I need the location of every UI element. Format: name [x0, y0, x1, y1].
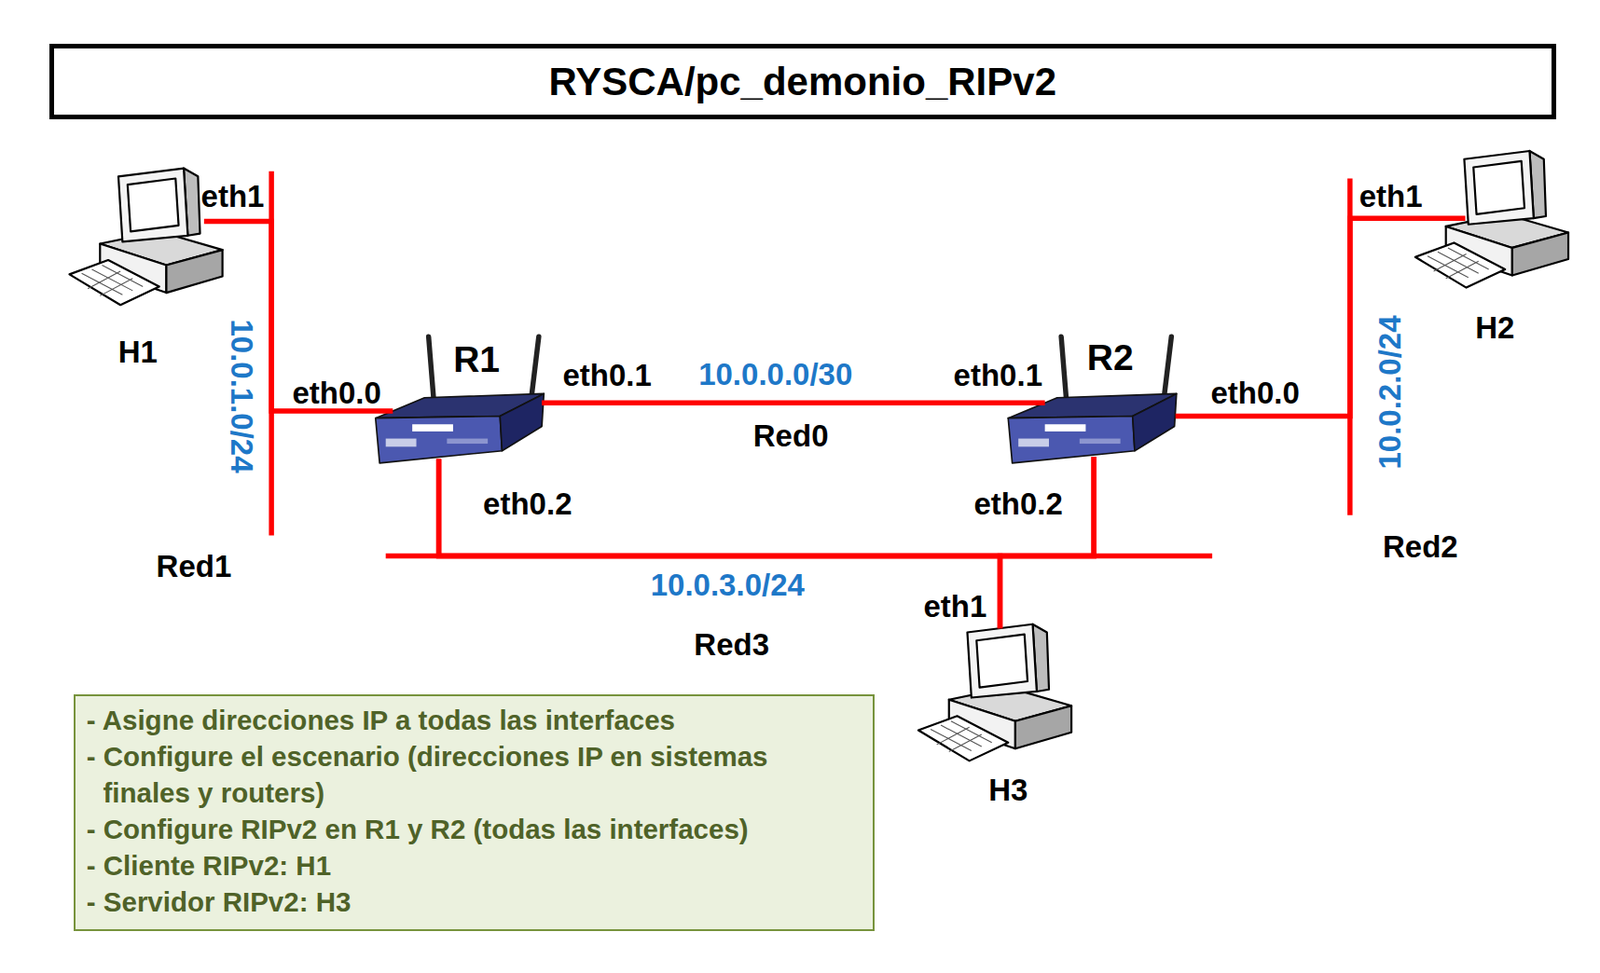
network-link — [541, 400, 1046, 407]
interface-label: eth1 — [1359, 179, 1423, 214]
host-node: H2 — [1465, 148, 1575, 347]
host-node: H3 — [914, 628, 1078, 813]
interface-label: eth0.2 — [974, 486, 1063, 521]
router-node: R2 — [1045, 334, 1176, 457]
interface-label: eth0.1 — [953, 358, 1043, 393]
host-icon — [918, 624, 1072, 762]
title-box: RYSCA/pc_demonio_RIPv2 — [49, 43, 1557, 120]
interface-label: eth0.1 — [562, 358, 651, 393]
note-item: - Servidor RIPv2: H3 — [86, 884, 862, 922]
device-name: H2 — [1475, 311, 1515, 345]
subnet-label: 10.0.3.0/24 — [650, 568, 805, 603]
network-link — [1175, 218, 1466, 416]
device-name: R2 — [1087, 338, 1134, 379]
interface-label: eth0.0 — [1210, 376, 1299, 411]
host-node: H1 — [66, 163, 205, 373]
device-name: H3 — [988, 773, 1028, 808]
note-item: - Cliente RIPv2: H1 — [86, 848, 862, 885]
network-label: Red1 — [156, 550, 233, 584]
note-box: - Asigne direcciones IP a todas las inte… — [73, 694, 875, 932]
note-item: - Configure el escenario (direcciones IP… — [86, 739, 862, 813]
title-text: RYSCA/pc_demonio_RIPv2 — [548, 59, 1057, 105]
router-node: R1 — [392, 334, 542, 460]
interface-label: eth0.2 — [482, 486, 572, 521]
network-label: Red2 — [1382, 529, 1459, 564]
interface-label: eth1 — [923, 590, 987, 624]
network-link — [439, 458, 1001, 629]
note-item: - Configure RIPv2 en R1 y R2 (todas las … — [86, 812, 862, 849]
router-icon — [375, 336, 545, 464]
host-icon — [68, 168, 222, 306]
network-label: Red3 — [693, 627, 770, 662]
subnet-label: 10.0.2.0/24 — [1372, 316, 1407, 470]
subnet-label: 10.0.1.0/24 — [224, 318, 259, 473]
interface-label: eth1 — [201, 179, 265, 214]
device-name: R1 — [453, 340, 500, 381]
network-label: Red0 — [753, 419, 829, 454]
router-icon — [1007, 336, 1177, 464]
device-name: H1 — [118, 334, 158, 369]
interface-label: eth0.0 — [291, 376, 381, 411]
subnet-label: 10.0.0.0/30 — [698, 357, 853, 391]
note-item: - Asigne direcciones IP a todas las inte… — [86, 703, 862, 740]
network-link — [439, 456, 1095, 556]
network-link — [1000, 456, 1095, 629]
